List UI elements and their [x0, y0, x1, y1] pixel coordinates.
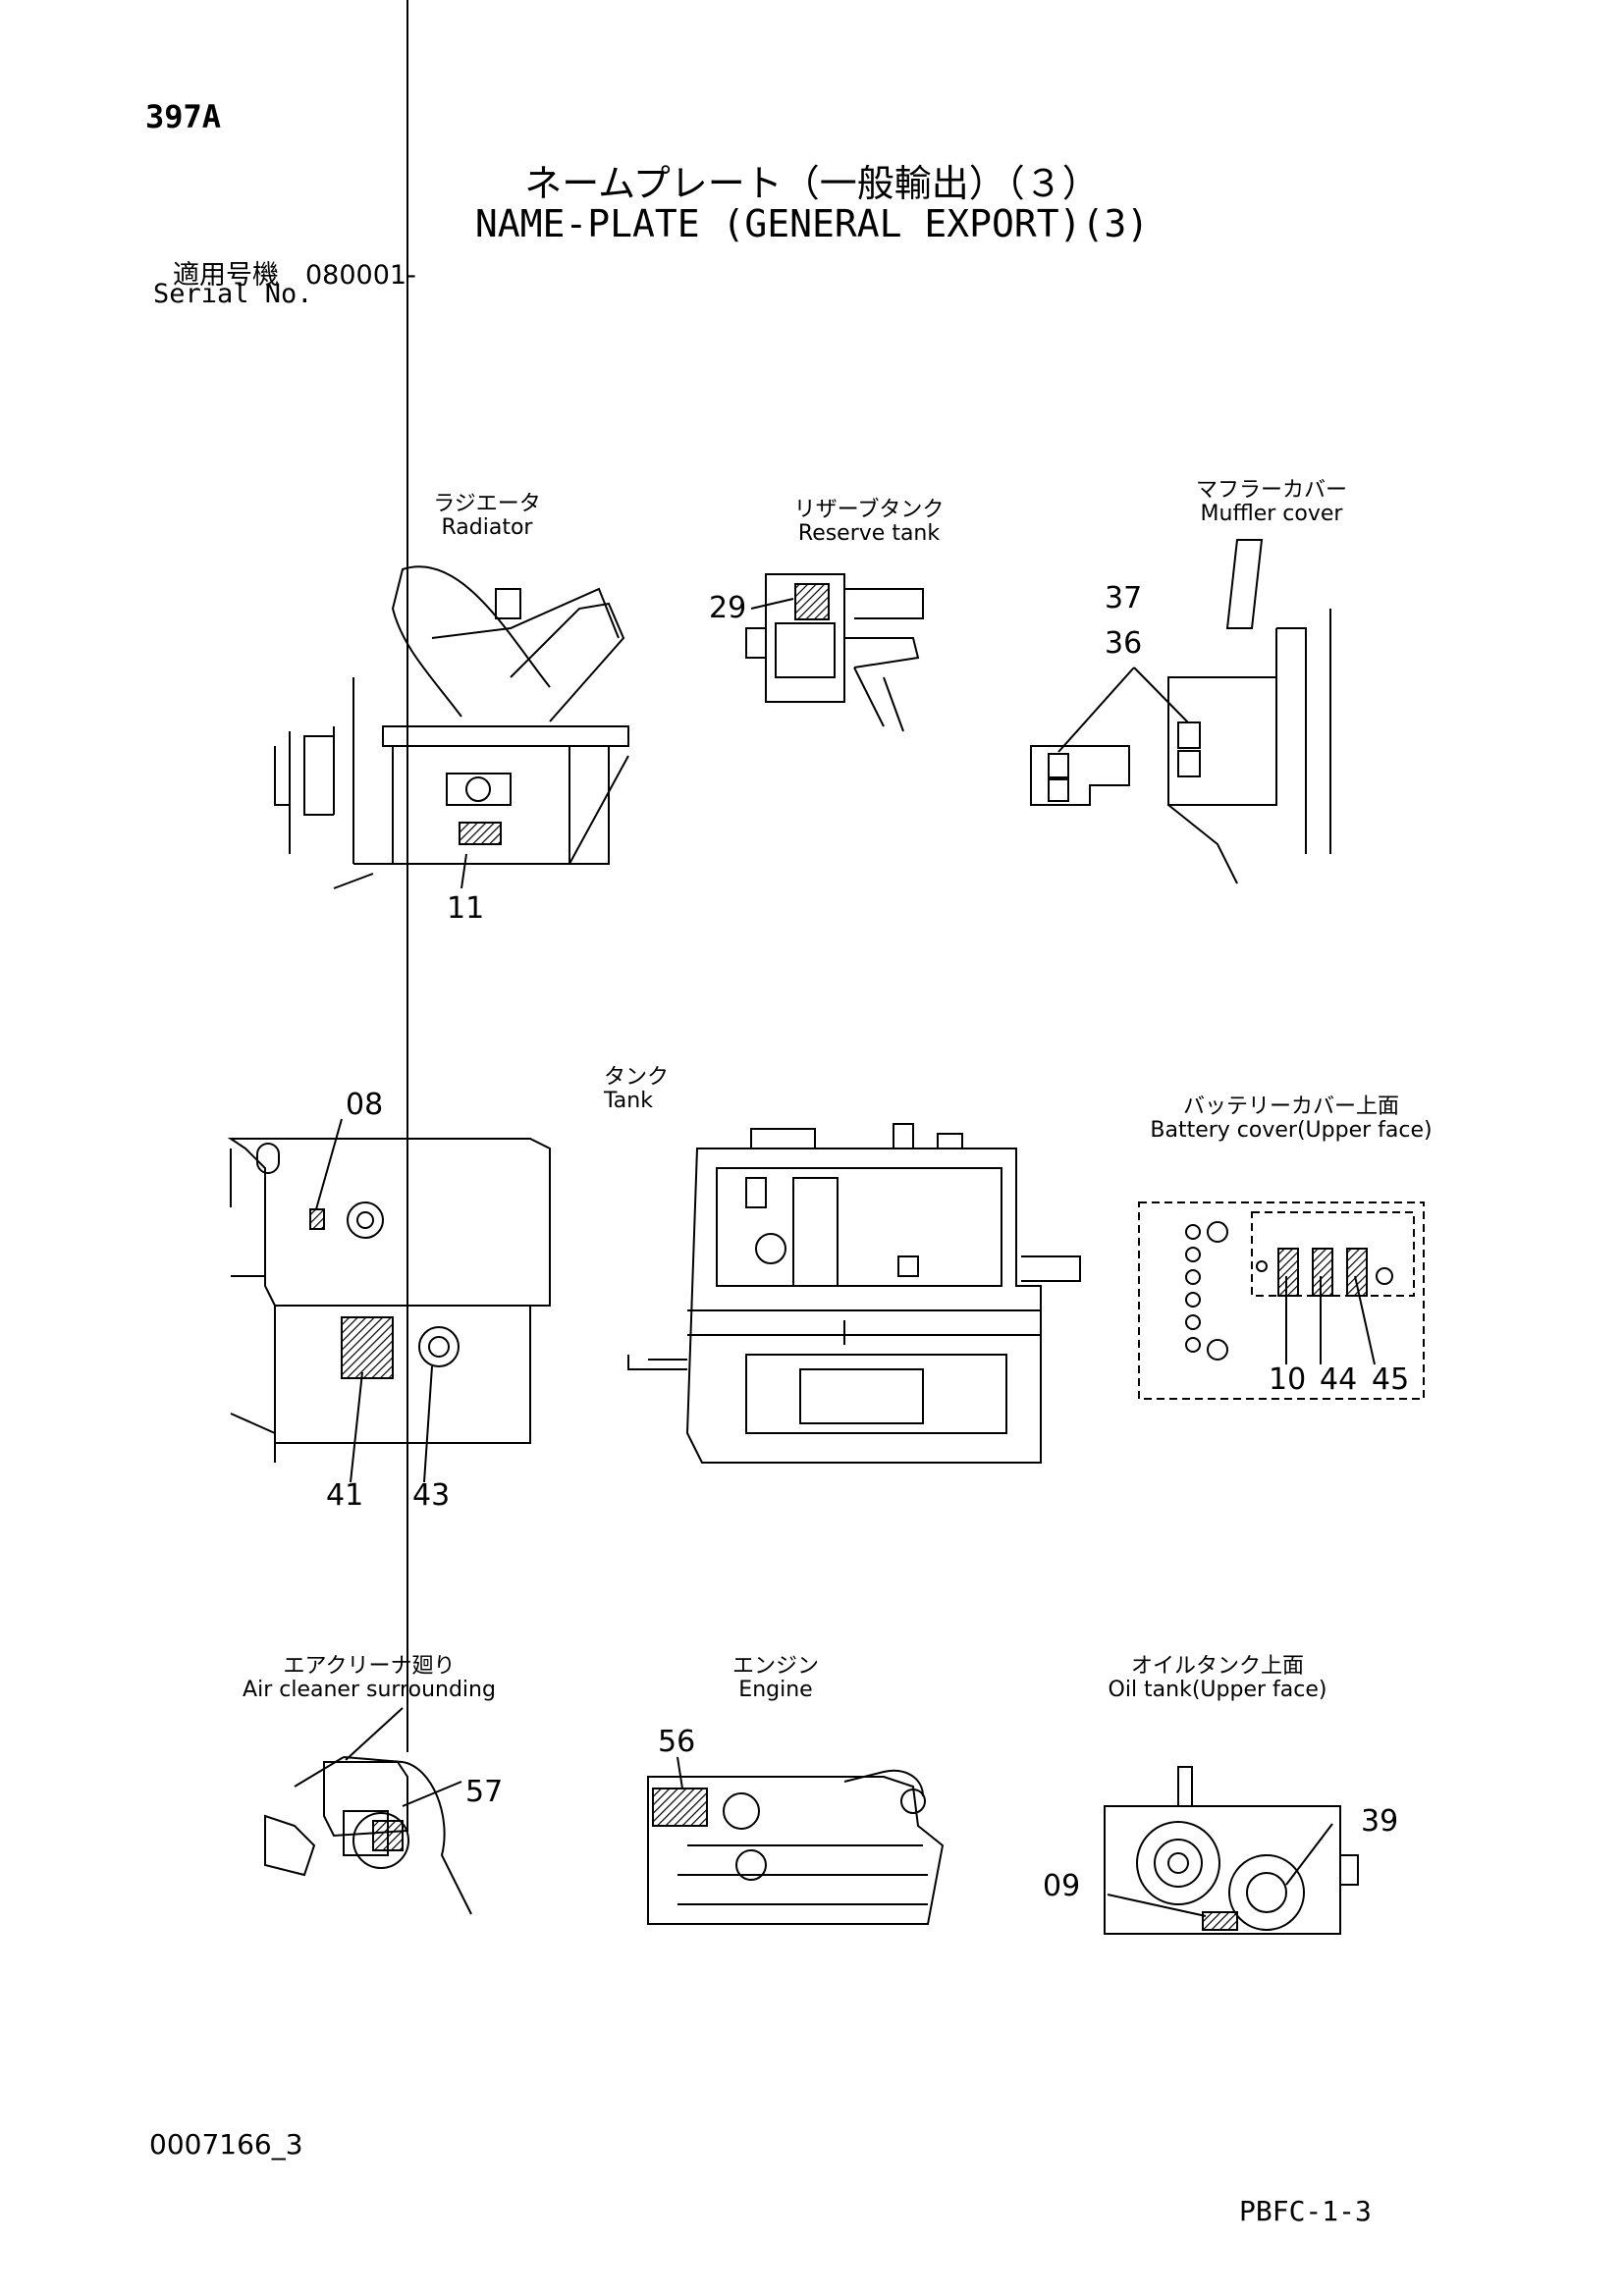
caption-engine: エンジン Engine [697, 1655, 854, 1702]
caption-air-cleaner-en: Air cleaner surrounding [243, 1678, 496, 1702]
page-code: 397A [145, 98, 222, 135]
caption-tank-en: Tank [604, 1089, 653, 1113]
callout-41: 41 [326, 1478, 364, 1513]
title-english: NAME-PLATE (GENERAL EXPORT)(3) [474, 202, 1150, 245]
caption-reserve-tank-en: Reserve tank [797, 521, 941, 546]
caption-engine-en: Engine [738, 1678, 813, 1702]
title-japanese: ネームプレート（一般輸出）（３） [524, 162, 1100, 205]
caption-battery-cover-jp: バッテリーカバー上面 [1182, 1095, 1399, 1119]
engine-drawing [648, 1757, 943, 1924]
callout-11: 11 [447, 891, 485, 926]
caption-air-cleaner: エアクリーナ廻り Air cleaner surrounding [232, 1655, 507, 1702]
caption-oil-tank-en: Oil tank(Upper face) [1108, 1678, 1327, 1702]
callout-57: 57 [465, 1775, 504, 1809]
caption-muffler-cover-en: Muffler cover [1200, 502, 1343, 526]
caption-battery-cover-en: Battery cover(Upper face) [1150, 1118, 1433, 1143]
callout-08: 08 [346, 1088, 384, 1122]
caption-radiator-en: Radiator [441, 515, 533, 540]
caption-reserve-tank-jp: リザーブタンク [793, 498, 945, 522]
oil-tank-drawing [1105, 1767, 1358, 1934]
caption-muffler-cover: マフラーカバー Muffler cover [1159, 479, 1384, 526]
caption-tank-jp: タンク [604, 1065, 670, 1090]
reserve-tank-drawing [746, 574, 923, 731]
callout-36: 36 [1105, 626, 1143, 661]
air-cleaner-drawing [265, 0, 471, 1914]
caption-oil-tank: オイルタンク上面 Oil tank(Upper face) [1100, 1655, 1335, 1702]
tank-front-view-drawing [628, 1124, 1080, 1463]
caption-battery-cover: バッテリーカバー上面 Battery cover(Upper face) [1149, 1095, 1434, 1143]
radiator-drawing [275, 566, 628, 888]
battery-cover-details [1186, 1222, 1392, 1364]
caption-radiator: ラジエータ Radiator [389, 493, 585, 540]
callout-39: 39 [1361, 1804, 1399, 1839]
callout-09: 09 [1043, 1869, 1081, 1903]
caption-air-cleaner-jp: エアクリーナ廻り [283, 1654, 456, 1679]
callout-56: 56 [658, 1725, 696, 1759]
callout-10: 10 [1269, 1362, 1307, 1397]
callout-45: 45 [1372, 1362, 1410, 1397]
caption-tank: タンク Tank [604, 1066, 682, 1113]
muffler-cover-drawing [1031, 540, 1330, 883]
callout-43: 43 [412, 1478, 451, 1513]
callout-44: 44 [1320, 1362, 1358, 1397]
tank-left-view-drawing [231, 1119, 550, 1482]
callout-29: 29 [709, 591, 747, 625]
serial-label-japanese: 適用号機 080001- [173, 260, 416, 291]
caption-reserve-tank: リザーブタンク Reserve tank [766, 499, 972, 546]
page-reference: PBFC-1-3 [1239, 2195, 1372, 2227]
caption-radiator-jp: ラジエータ [433, 492, 541, 516]
caption-engine-jp: エンジン [731, 1654, 819, 1679]
caption-muffler-cover-jp: マフラーカバー [1195, 478, 1347, 503]
caption-oil-tank-jp: オイルタンク上面 [1130, 1654, 1304, 1679]
callout-37: 37 [1105, 581, 1143, 615]
serial-label-english: Serial No. [153, 279, 313, 309]
document-id: 0007166_3 [149, 2128, 303, 2161]
